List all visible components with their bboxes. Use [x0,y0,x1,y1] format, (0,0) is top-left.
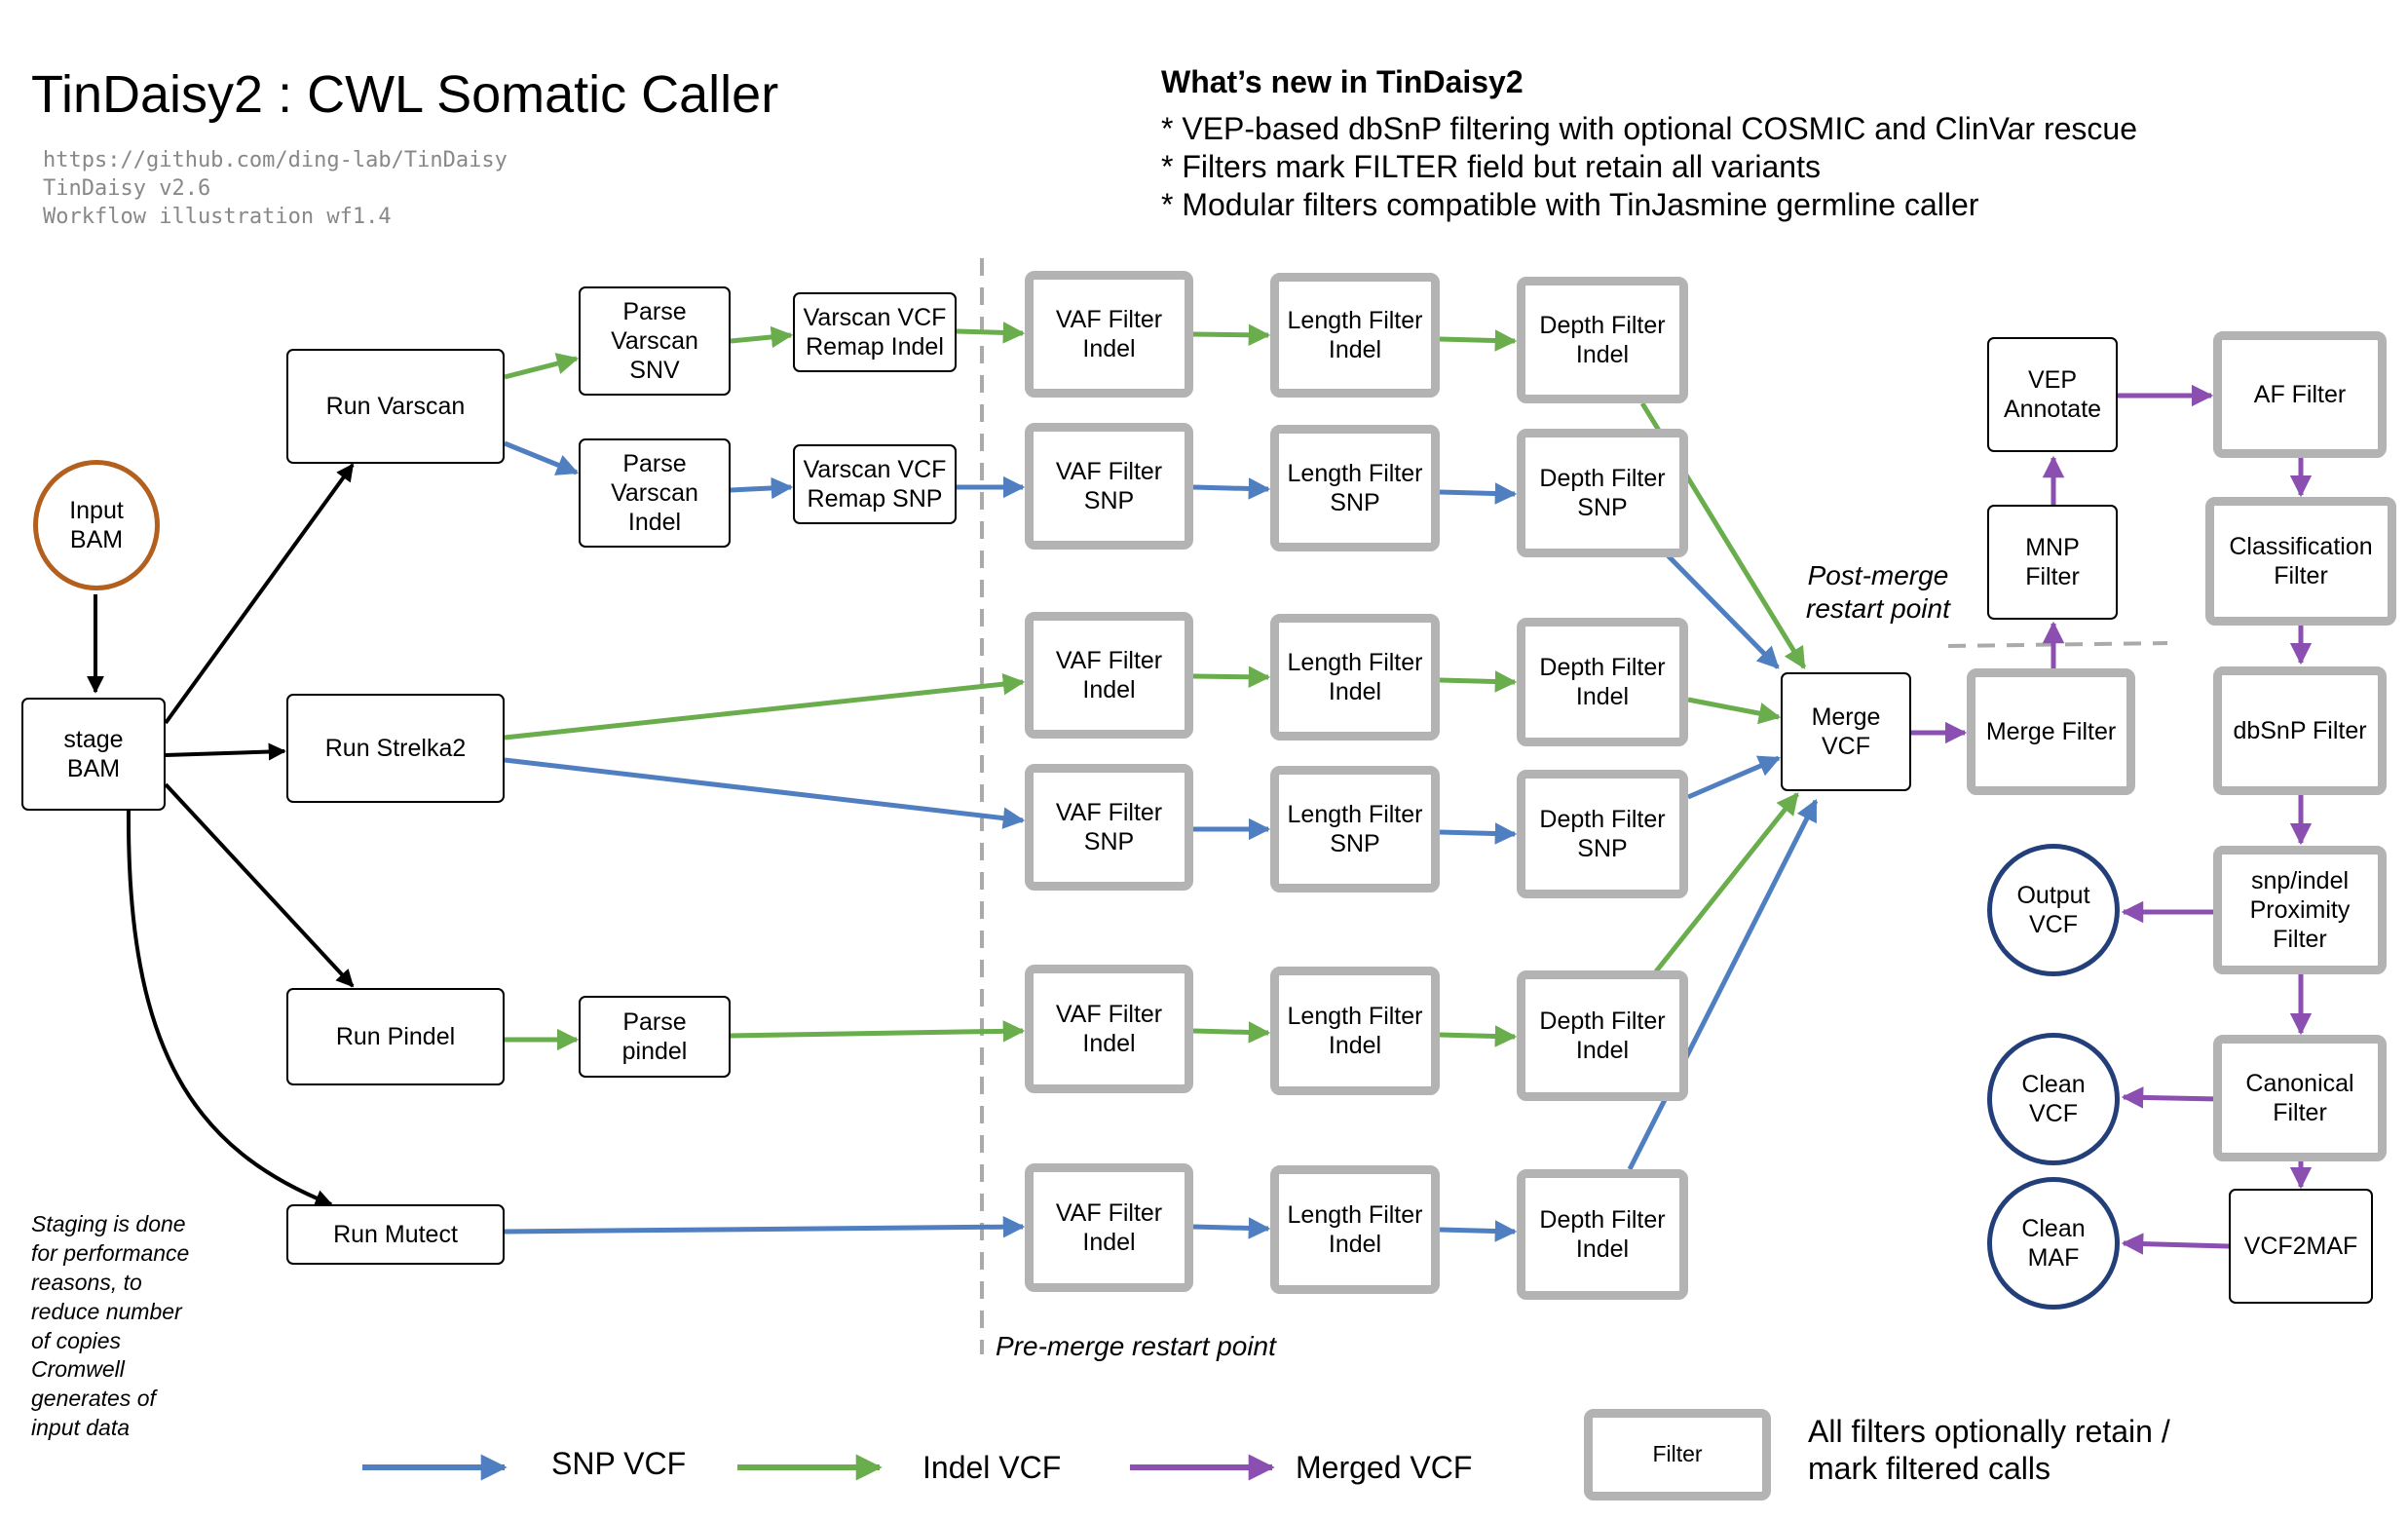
run-strelka2-node: Run Strelka2 [286,694,505,803]
page-title: TinDaisy2 : CWL Somatic Caller [31,65,779,124]
version-text: TinDaisy v2.6 [43,176,211,201]
legend-filter-box: Filter [1584,1409,1771,1501]
length-filter-indel-node: Length Filter Indel [1270,273,1440,398]
arrow-mutect-to-vaf6 [504,1215,1026,1238]
arrow-dep4-to-merge [1687,755,1782,800]
arrow-stage-to-varscan [164,463,355,725]
arrow-len1-to-dep1 [1439,329,1518,352]
arrow-len2-to-dep2 [1439,482,1518,505]
arrow-vaf2-to-len2 [1192,477,1271,500]
arrow-len3-to-dep3 [1439,670,1518,693]
legend-snp-label: SNP VCF [551,1446,687,1481]
arrow-dep6-to-merge [1627,798,1819,1171]
whats-new-item: * Modular filters compatible with TinJas… [1161,187,1979,222]
depth-filter-indel-node: Depth Filter Indel [1517,970,1688,1101]
whats-new-heading: What’s new in TinDaisy2 [1161,64,1524,99]
varscan-remap-indel-node: Varscan VCF Remap Indel [793,292,957,372]
arrow-stage-to-strelka [165,742,286,761]
depth-filter-indel-node: Depth Filter Indel [1517,1169,1688,1300]
arrow-stage-to-mutect [126,808,333,1207]
legend-indel-label: Indel VCF [922,1450,1062,1485]
arrow-vaf3-to-len3 [1192,665,1271,688]
arrow-varscan-to-parse-snv [504,353,580,380]
length-filter-snp-node: Length Filter SNP [1270,425,1440,551]
post-merge-restart-line [1947,641,2168,648]
depth-filter-indel-node: Depth Filter Indel [1517,618,1688,746]
arrow-len4-to-dep4 [1439,822,1518,845]
clean-vcf-node: Clean VCF [1987,1033,2120,1165]
parse-varscan-indel-node: Parse Varscan Indel [579,438,731,548]
length-filter-indel-node: Length Filter Indel [1270,967,1440,1095]
arrow-parse-snv-to-remap-indel [730,325,794,349]
whats-new-item: * Filters mark FILTER field but retain a… [1161,149,1821,184]
post-merge-restart-label: Post-merge restart point [1806,560,1950,625]
legend-merged-label: Merged VCF [1296,1450,1473,1485]
whats-new-item: * VEP-based dbSnP filtering with optiona… [1161,111,2137,146]
vaf-filter-indel-node: VAF Filter Indel [1025,1163,1193,1292]
vaf-filter-snp-node: VAF Filter SNP [1025,423,1193,550]
length-filter-snp-node: Length Filter SNP [1270,766,1440,893]
repo-url: https://github.com/ding-lab/TinDaisy [43,148,508,172]
canonical-filter-node: Canonical Filter [2213,1035,2387,1161]
arrow-dep3-to-merge [1687,697,1782,725]
arrow-parse-pindel-to-vaf5 [730,1020,1026,1043]
arrow-canonical-to-clean-vcf [2121,1086,2220,1109]
proximity-filter-node: snp/indel Proximity Filter [2213,846,2387,974]
depth-filter-snp-node: Depth Filter SNP [1517,770,1688,898]
workflow-version-text: Workflow illustration wf1.4 [43,205,392,229]
arrow-dep5-to-merge [1654,792,1799,973]
depth-filter-snp-node: Depth Filter SNP [1517,429,1688,557]
arrow-strelka-to-vaf3 [504,672,1026,741]
stage-bam-node: stage BAM [21,698,166,811]
length-filter-indel-node: Length Filter Indel [1270,1165,1440,1294]
arrow-len6-to-dep6 [1439,1220,1518,1242]
arrow-stage-to-pindel [164,782,355,988]
arrow-remap-indel-to-vaf1 [956,322,1026,344]
clean-maf-node: Clean MAF [1987,1177,2120,1310]
merge-filter-node: Merge Filter [1967,668,2135,795]
vaf-filter-indel-node: VAF Filter Indel [1025,271,1193,398]
arrow-len5-to-dep5 [1439,1025,1518,1047]
length-filter-indel-node: Length Filter Indel [1270,614,1440,741]
vaf-filter-indel-node: VAF Filter Indel [1025,965,1193,1093]
arrow-varscan-to-parse-indel [504,440,580,475]
arrow-dep2-to-merge [1666,553,1780,669]
vaf-filter-snp-node: VAF Filter SNP [1025,764,1193,891]
arrow-parse-indel-to-remap-snp [730,476,794,500]
varscan-remap-snp-node: Varscan VCF Remap SNP [793,444,957,524]
arrow-strelka-to-vaf4 [504,757,1026,829]
vcf2maf-node: VCF2MAF [2229,1189,2373,1304]
input-bam-node: Input BAM [33,460,160,590]
parse-varscan-snv-node: Parse Varscan SNV [579,286,731,396]
vaf-filter-indel-node: VAF Filter Indel [1025,612,1193,739]
merge-vcf-node: Merge VCF [1781,672,1911,791]
dbsnp-filter-node: dbSnP Filter [2213,666,2387,795]
depth-filter-indel-node: Depth Filter Indel [1517,277,1688,403]
vep-annotate-node: VEP Annotate [1987,337,2118,452]
run-varscan-node: Run Varscan [286,349,505,464]
arrow-vaf5-to-len5 [1192,1021,1271,1044]
legend-filter-note: All filters optionally retain / mark fil… [1808,1414,2170,1487]
run-pindel-node: Run Pindel [286,988,505,1085]
af-filter-node: AF Filter [2213,331,2387,458]
arrow-vaf1-to-len1 [1192,323,1271,346]
arrow-vcf2maf-to-clean-maf [2121,1233,2230,1255]
output-vcf-node: Output VCF [1987,844,2120,976]
arrow-vaf6-to-len6 [1192,1217,1271,1239]
run-mutect-node: Run Mutect [286,1204,505,1265]
staging-note: Staging is done for performance reasons,… [31,1211,190,1441]
mnp-filter-node: MNP Filter [1987,505,2118,620]
classification-filter-node: Classification Filter [2205,497,2396,626]
pre-merge-restart-label: Pre-merge restart point [996,1331,1276,1361]
parse-pindel-node: Parse pindel [579,996,731,1078]
